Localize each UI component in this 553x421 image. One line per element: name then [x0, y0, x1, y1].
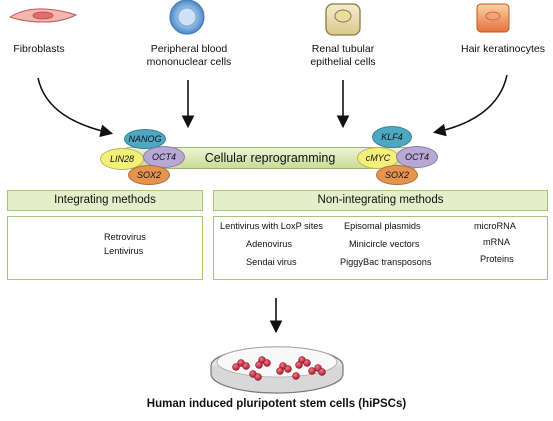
method-sendai-virus: Sendai virus	[246, 257, 297, 267]
keratinocyte-cell-icon	[476, 3, 510, 33]
integrating-item-lentivirus: Lentivirus	[104, 246, 144, 256]
ipsc-colonies	[232, 356, 326, 381]
factor-sox2-right: SOX2	[376, 165, 418, 185]
source-renal: Renal tubular epithelial cells	[310, 43, 376, 68]
source-keratinocytes: Hair keratinocytes	[460, 43, 546, 55]
source-fibroblasts: Fibroblasts	[13, 43, 65, 55]
renal-cell-icon	[325, 3, 361, 36]
method-lentivirus-loxp: Lentivirus with LoxP sites	[220, 221, 323, 231]
fibroblast-cell-icon	[8, 8, 78, 23]
method-proteins: Proteins	[480, 254, 514, 264]
integrating-heading: Integrating methods	[7, 190, 203, 211]
arrow-fibroblasts	[37, 77, 114, 138]
factor-sox2-left: SOX2	[128, 165, 170, 185]
source-pbmc: Peripheral blood mononuclear cells	[146, 43, 232, 68]
result-label: Human induced pluripotent stem cells (hi…	[146, 398, 407, 410]
non-integrating-heading: Non-integrating methods	[213, 190, 548, 211]
method-episomal-plasmids: Episomal plasmids	[344, 221, 421, 231]
arrow-keratinocytes	[432, 74, 508, 137]
method-minicircle-vectors: Minicircle vectors	[349, 239, 420, 249]
reprogramming-title: Cellular reprogramming	[204, 151, 336, 165]
factor-oct4-right: OCT4	[396, 146, 438, 168]
pbmc-cell-icon	[169, 0, 205, 35]
factor-nanog: NANOG	[124, 129, 166, 149]
method-piggybac: PiggyBac transposons	[340, 257, 432, 267]
non-integrating-box	[213, 216, 548, 280]
integrating-box	[7, 216, 203, 280]
factor-cmyc: cMYC	[357, 147, 399, 169]
integrating-item-retrovirus: Retrovirus	[104, 232, 146, 242]
method-adenovirus: Adenovirus	[246, 239, 292, 249]
method-microrna: microRNA	[474, 221, 516, 231]
method-mrna: mRNA	[483, 237, 511, 247]
factor-klf4: KLF4	[372, 126, 412, 148]
